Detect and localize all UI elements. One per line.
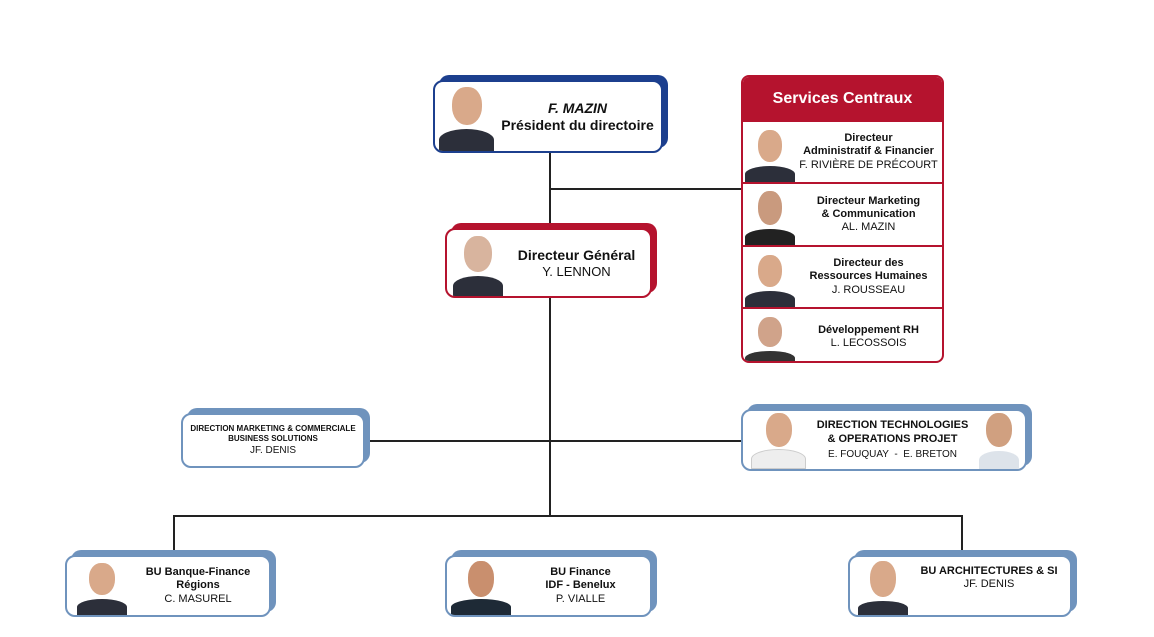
bu-title: BU Banque-Finance bbox=[145, 566, 251, 579]
connector-line bbox=[173, 515, 175, 552]
dir-marketing-subtitle: BUSINESS SOLUTIONS bbox=[228, 433, 318, 443]
bu-card: BU Finance IDF - Benelux P. VIALLE bbox=[445, 550, 657, 617]
portrait-photo bbox=[451, 557, 511, 615]
bu-name: C. MASUREL bbox=[164, 592, 232, 605]
dir-tech-names: E. FOUQUAY - E. BRETON bbox=[828, 448, 957, 460]
connector-line bbox=[549, 153, 551, 517]
president-card: F. MAZIN Président du directoire bbox=[433, 75, 668, 153]
dg-name: Y. LENNON bbox=[542, 263, 611, 279]
portrait-photo bbox=[745, 185, 795, 245]
service-title: Administratif & Financier bbox=[803, 145, 934, 158]
service-title: Directeur des bbox=[833, 257, 904, 270]
connector-line bbox=[173, 515, 963, 517]
connector-line bbox=[550, 188, 741, 190]
portrait-photo bbox=[745, 311, 795, 361]
directeur-general-card: Directeur Général Y. LENNON bbox=[445, 223, 657, 298]
bu-name: JF. DENIS bbox=[963, 578, 1015, 591]
services-centraux-header: Services Centraux bbox=[743, 77, 942, 120]
portrait-photo bbox=[77, 557, 127, 615]
bu-title: BU Finance bbox=[550, 566, 611, 579]
connector-line bbox=[367, 440, 741, 442]
service-name: L. LECOSSOIS bbox=[830, 337, 907, 349]
dir-tech-subtitle: & OPERATIONS PROJET bbox=[827, 432, 958, 445]
portrait-photo bbox=[979, 411, 1019, 469]
portrait-photo bbox=[858, 557, 908, 615]
bu-subtitle: IDF - Benelux bbox=[545, 579, 616, 592]
portrait-photo bbox=[751, 411, 806, 469]
dir-marketing-title: DIRECTION MARKETING & COMMERCIALE bbox=[190, 423, 356, 433]
bu-title: BU ARCHITECTURES & SI bbox=[920, 565, 1058, 577]
connector-line bbox=[961, 515, 963, 552]
portrait-photo bbox=[745, 124, 795, 182]
president-name: F. MAZIN bbox=[547, 99, 608, 116]
direction-technologies-card: DIRECTION TECHNOLOGIES & OPERATIONS PROJ… bbox=[741, 404, 1032, 471]
service-title: Directeur Marketing bbox=[816, 194, 921, 207]
dg-title: Directeur Général bbox=[517, 246, 636, 263]
bu-card: BU ARCHITECTURES & SI JF. DENIS bbox=[848, 550, 1077, 617]
president-title: Président du directoire bbox=[501, 116, 654, 133]
service-title: Développement RH bbox=[818, 323, 919, 336]
service-name: J. ROUSSEAU bbox=[831, 283, 906, 296]
bu-name: P. VIALLE bbox=[555, 592, 606, 605]
dir-tech-title: DIRECTION TECHNOLOGIES bbox=[816, 419, 969, 432]
dir-marketing-name: JF. DENIS bbox=[249, 445, 297, 457]
portrait-photo bbox=[745, 249, 795, 307]
service-title: Ressources Humaines bbox=[809, 270, 928, 283]
direction-marketing-card: DIRECTION MARKETING & COMMERCIALE BUSINE… bbox=[181, 408, 370, 468]
service-name: F. RIVIÈRE DE PRÉCOURT bbox=[799, 158, 938, 171]
portrait-photo bbox=[453, 230, 503, 296]
service-title: Directeur bbox=[844, 132, 893, 145]
service-title: & Communication bbox=[821, 207, 916, 220]
service-name: AL. MAZIN bbox=[841, 221, 896, 234]
bu-subtitle: Régions bbox=[176, 579, 220, 592]
bu-card: BU Banque-Finance Régions C. MASUREL bbox=[65, 550, 276, 617]
portrait-photo bbox=[439, 82, 494, 151]
